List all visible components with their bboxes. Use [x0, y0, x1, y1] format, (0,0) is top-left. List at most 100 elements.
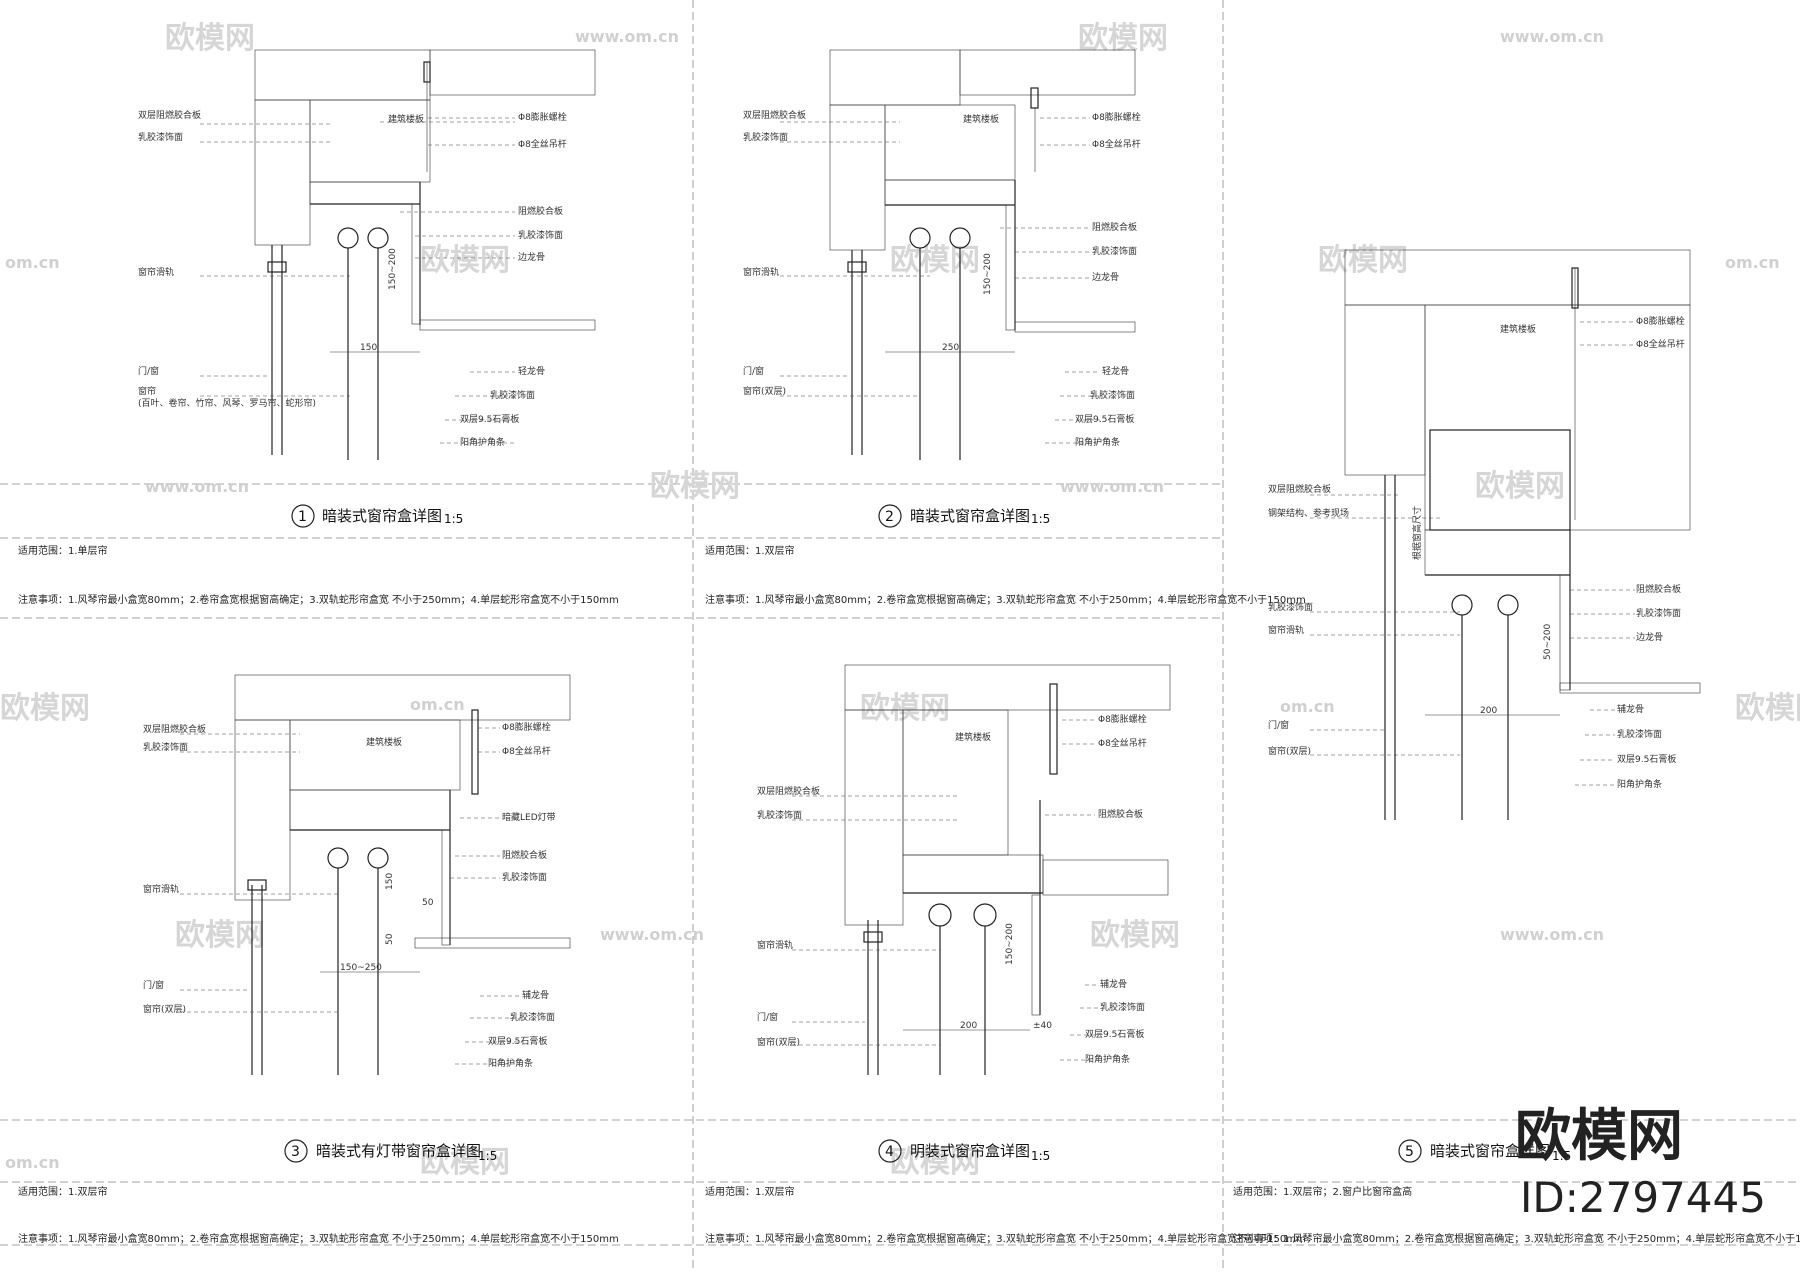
detail-5: 200 根据窗高尺寸 50~200 双层阻燃胶合板 钢架结构、参考现场 乳胶漆饰…	[1233, 249, 1800, 1245]
label: 门/窗	[757, 1011, 778, 1023]
dim: 150~200	[983, 253, 993, 295]
watermark-brand: 欧模网	[0, 691, 90, 726]
detail-scale: 1:5	[478, 1149, 497, 1163]
label: 建筑楼板	[955, 731, 991, 743]
label: 双层阻燃胶合板	[1268, 483, 1331, 495]
detail-scale: 1:5	[1031, 1149, 1050, 1163]
label: 阻燃胶合板	[1098, 808, 1143, 820]
label: 乳胶漆饰面	[138, 131, 183, 143]
watermark-url: om.cn	[410, 695, 465, 714]
label: 辅龙骨	[1617, 703, 1644, 715]
label: 窗帘滑轨	[138, 266, 174, 278]
label: Φ8全丝吊杆	[518, 138, 567, 150]
label: 双层9.5石膏板	[1075, 413, 1134, 425]
label: 乳胶漆饰面	[1090, 389, 1135, 401]
scope-text: 适用范围：1.双层帘；2.窗户比窗帘盒高	[1233, 1185, 1412, 1198]
watermark-url: www.om.cn	[575, 27, 679, 46]
notes-text: 注意事项：1.风琴帘最小盒宽80mm；2.卷帘盒宽根据窗高确定；3.双轨蛇形帘盒…	[705, 1232, 1306, 1245]
watermark-brand: 欧模网	[1475, 469, 1565, 504]
label: Φ8全丝吊杆	[502, 745, 551, 757]
detail-number: 2	[885, 509, 894, 525]
label: 阳角护角条	[460, 436, 505, 448]
label: 乳胶漆饰面	[490, 389, 535, 401]
label: 窗帘滑轨	[743, 266, 779, 278]
label: 双层9.5石膏板	[460, 413, 519, 425]
notes-text: 注意事项：1.风琴帘最小盒宽80mm；2.卷帘盒宽根据窗高确定；3.双轨蛇形帘盒…	[705, 593, 1306, 606]
label: 双层阻燃胶合板	[143, 723, 206, 735]
label: Φ8膨胀螺栓	[518, 111, 567, 123]
dim: 200	[960, 1021, 977, 1031]
detail-scale: 1:5	[1552, 1149, 1571, 1163]
label: 轻龙骨	[518, 365, 545, 377]
label: 边龙骨	[1092, 271, 1119, 283]
label: 门/窗	[1268, 719, 1289, 731]
detail-4: 200 150~200 ±40 双层阻燃胶合板 乳胶漆饰面 窗帘滑轨 门/窗 窗…	[705, 664, 1306, 1245]
detail-1: 150 150~200 双层阻燃胶合板 乳胶漆饰面 窗帘滑轨 门/窗 窗帘 (百…	[18, 49, 619, 606]
watermark-url: om.cn	[1725, 253, 1780, 272]
label: 阳角护角条	[1085, 1053, 1130, 1065]
label: 窗帘(双层)	[1268, 745, 1311, 757]
dim: 150~200	[388, 248, 398, 290]
label: 建筑楼板	[1500, 323, 1536, 335]
detail-title: 暗装式窗帘盒详图	[910, 507, 1030, 525]
notes-text: 注意事项：1.风琴帘最小盒宽80mm；2.卷帘盒宽根据窗高确定；3.双轨蛇形帘盒…	[18, 593, 619, 606]
label: 乳胶漆饰面	[502, 871, 547, 883]
label: 双层阻燃胶合板	[743, 109, 806, 121]
detail-scale: 1:5	[1031, 512, 1050, 526]
label: 乳胶漆饰面	[1092, 245, 1137, 257]
dim: 150	[385, 873, 395, 890]
label: 辅龙骨	[1100, 978, 1127, 990]
label: 阻燃胶合板	[518, 205, 563, 217]
watermark-brand: 欧模网	[420, 1145, 510, 1180]
detail-title: 明装式窗帘盒详图	[910, 1142, 1030, 1160]
label: 双层9.5石膏板	[1617, 753, 1676, 765]
label: 乳胶漆饰面	[1268, 601, 1313, 613]
watermark-url: www.om.cn	[600, 925, 704, 944]
scope-text: 适用范围：1.双层帘	[18, 1185, 108, 1198]
label: 双层9.5石膏板	[1085, 1028, 1144, 1040]
label: 阻燃胶合板	[1092, 221, 1137, 233]
detail-scale: 1:5	[444, 512, 463, 526]
detail-number: 4	[885, 1144, 894, 1160]
dim: 50~200	[1543, 624, 1553, 660]
watermark-url: www.om.cn	[1500, 27, 1604, 46]
dim: 150~250	[340, 963, 382, 973]
watermark-url: om.cn	[5, 1153, 60, 1172]
notes-text: 注意事项：1.风琴帘最小盒宽80mm；2.卷帘盒宽根据窗高确定；3.双轨蛇形帘盒…	[18, 1232, 619, 1245]
label: 双层阻燃胶合板	[138, 109, 201, 121]
label: 暗藏LED灯带	[502, 811, 556, 823]
label: Φ8全丝吊杆	[1098, 737, 1147, 749]
label: 门/窗	[743, 365, 764, 377]
watermarks: 欧模网 www.om.cn 欧模网 www.om.cn om.cn 欧模网 欧模…	[0, 21, 1800, 1180]
label: 乳胶漆饰面	[510, 1011, 555, 1023]
watermark-brand: 欧模网	[420, 243, 510, 278]
watermark-brand: 欧模网	[1735, 691, 1800, 726]
watermark-url: om.cn	[5, 253, 60, 272]
watermark-brand: 欧模网	[890, 1145, 980, 1180]
notes-text: 注意事项：1.风琴帘最小盒宽80mm；2.卷帘盒宽根据窗高确定；3.双轨蛇形帘盒…	[1233, 1232, 1800, 1245]
label: 门/窗	[143, 979, 164, 991]
label: 轻龙骨	[1102, 365, 1129, 377]
label: 窗帘滑轨	[757, 939, 793, 951]
label: 窗帘	[138, 385, 156, 397]
scope-text: 适用范围：1.单层帘	[18, 544, 108, 557]
label: 窗帘(双层)	[143, 1003, 186, 1015]
watermark-brand: 欧模网	[1090, 918, 1180, 953]
label: 阳角护角条	[488, 1057, 533, 1069]
watermark-brand: 欧模网	[860, 691, 950, 726]
label: 边龙骨	[518, 251, 545, 263]
dim: 50	[422, 898, 434, 908]
dim: 50	[385, 933, 395, 945]
detail-number: 1	[298, 509, 307, 525]
brand-stamp: 欧模网 ID:2797445	[1515, 1104, 1766, 1222]
label: 钢架结构、参考现场	[1268, 507, 1349, 519]
watermark-brand: 欧模网	[165, 21, 255, 56]
dim: 150	[360, 343, 377, 353]
label: (百叶、卷帘、竹帘、风琴、罗马帘、蛇形帘)	[138, 397, 316, 409]
label: 乳胶漆饰面	[518, 229, 563, 241]
watermark-url: om.cn	[1280, 697, 1335, 716]
label: 阻燃胶合板	[1636, 583, 1681, 595]
label: Φ8膨胀螺栓	[1098, 713, 1147, 725]
